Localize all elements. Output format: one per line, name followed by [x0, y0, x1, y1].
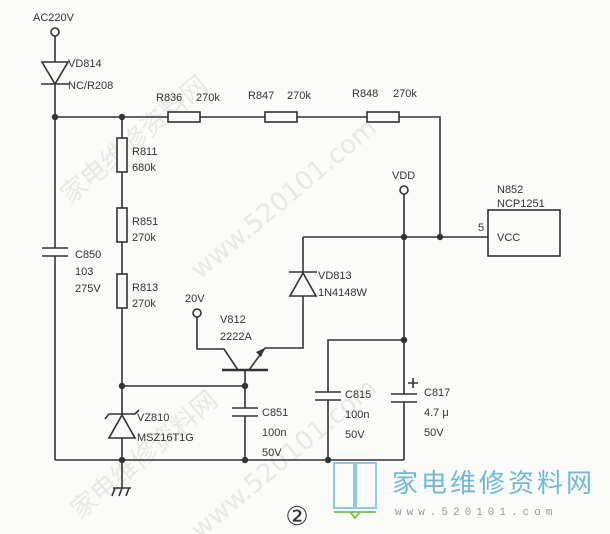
- vd813-value: 1N4148W: [318, 287, 368, 299]
- c815-voltage: 50V: [345, 429, 365, 441]
- resistor-r813: R813 270k: [116, 273, 158, 310]
- v812-ref: V812: [220, 314, 246, 326]
- n852-part: NCP1251: [497, 198, 545, 210]
- 20v-terminal: 20V: [185, 293, 205, 318]
- c850-voltage: 275V: [75, 283, 101, 295]
- resistor-r848: R848 270k: [352, 88, 417, 123]
- zener-vz810: VZ810 MSZ16T1G: [104, 409, 194, 444]
- ground-icon: [111, 487, 131, 497]
- logo-url: www.520101.com: [395, 507, 557, 519]
- diode-vd813: VD813 1N4148W: [288, 270, 368, 299]
- c817-voltage: 50V: [424, 427, 444, 439]
- capacitor-c817: C817 4.7 μ 50V: [391, 378, 450, 439]
- c815-value: 100n: [345, 409, 369, 421]
- capacitor-c851: C851 100n 50V: [232, 407, 288, 459]
- c815-ref: C815: [345, 389, 371, 401]
- ac220v-label: AC220V: [33, 12, 75, 24]
- r848-value: 270k: [393, 88, 417, 100]
- c817-ref: C817: [424, 387, 450, 399]
- polarity-plus-icon: [408, 378, 418, 388]
- r851-ref: R851: [132, 216, 158, 228]
- transistor-v812: V812 2222A: [220, 314, 268, 372]
- r836-ref: R836: [156, 92, 182, 104]
- diode-vd814: VD814 NC/R208: [40, 58, 113, 92]
- c851-voltage: 50V: [262, 447, 282, 459]
- pin-number: 5: [478, 222, 484, 234]
- r848-ref: R848: [352, 88, 378, 100]
- capacitor-c815: C815 100n 50V: [315, 389, 371, 441]
- n852-ref: N852: [497, 184, 523, 196]
- c850-value: 103: [75, 266, 93, 278]
- r811-value: 680k: [132, 162, 156, 174]
- vdd-label: VDD: [392, 170, 415, 182]
- watermark-url: www.520101.com: [185, 113, 383, 286]
- c851-value: 100n: [262, 427, 286, 439]
- vz810-ref: VZ810: [137, 412, 169, 424]
- resistor-r811: R811 680k: [116, 137, 157, 174]
- figure-number: ②: [285, 502, 308, 532]
- c817-value: 4.7 μ: [424, 407, 449, 419]
- 20v-label: 20V: [185, 293, 205, 305]
- capacitor-c850: C850 103 275V: [42, 247, 101, 295]
- r851-value: 270k: [132, 232, 156, 244]
- resistor-r847: R847 270k: [248, 90, 311, 123]
- vd813-ref: VD813: [318, 270, 352, 282]
- r811-ref: R811: [132, 146, 157, 158]
- r847-value: 270k: [287, 90, 311, 102]
- resistor-r836: R836 270k: [156, 92, 220, 123]
- r836-value: 270k: [196, 92, 220, 104]
- watermark-text: 家电维修资料网: [65, 385, 224, 525]
- r847-ref: R847: [248, 90, 274, 102]
- c851-ref: C851: [262, 407, 288, 419]
- site-logo: 家电维修资料网 www.520101.com: [333, 462, 595, 520]
- resistor-r851: R851 270k: [116, 207, 158, 244]
- ac220v-terminal: AC220V: [33, 12, 75, 37]
- pin-name: VCC: [497, 232, 520, 244]
- vd814-value: NC/R208: [68, 80, 113, 92]
- v812-value: 2222A: [220, 331, 252, 343]
- c850-ref: C850: [75, 249, 101, 261]
- vd814-ref: VD814: [68, 58, 102, 70]
- vz810-value: MSZ16T1G: [137, 432, 194, 444]
- ic-n852: N852 NCP1251 5 VCC: [478, 184, 561, 257]
- vdd-terminal: VDD: [392, 170, 415, 195]
- junctions: [51, 113, 444, 464]
- logo-site-name: 家电维修资料网: [392, 469, 595, 499]
- r813-ref: R813: [132, 282, 158, 294]
- r813-value: 270k: [132, 298, 156, 310]
